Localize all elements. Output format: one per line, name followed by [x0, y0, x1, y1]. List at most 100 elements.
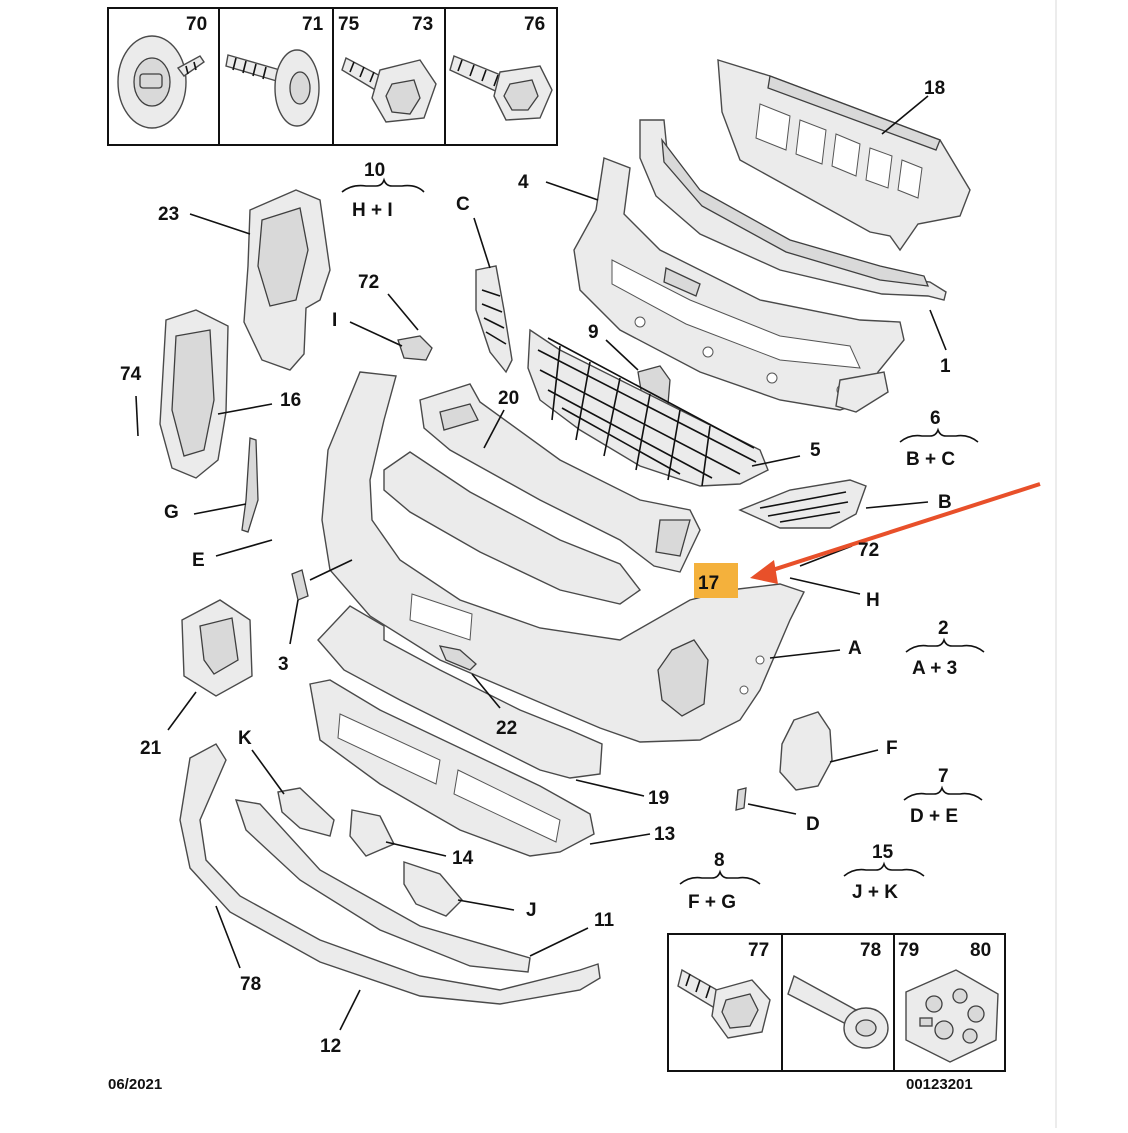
hex-bolt-icon	[449, 55, 553, 121]
part-4-grille-frame	[573, 157, 905, 413]
combo-label-6: B + C	[906, 449, 955, 470]
label-1: 1	[940, 356, 951, 377]
part-16-side-bracket	[159, 309, 229, 479]
combo-label-10: H + I	[352, 200, 393, 221]
label-78-box: 78	[860, 940, 881, 961]
brace-icon	[843, 861, 925, 877]
label-2: 2	[938, 618, 949, 639]
label-80: 80	[970, 940, 991, 961]
shoulder-bolt-icon	[677, 968, 771, 1039]
reference-number: 00123201	[906, 1076, 973, 1093]
label-19: 19	[648, 788, 669, 809]
label-g: G	[164, 502, 179, 523]
label-k: K	[238, 728, 252, 749]
bottom-hardware-box: 77 78 79 80	[667, 933, 1006, 1072]
part-23-left-bracket	[243, 189, 331, 371]
combo-15: J + K	[843, 861, 925, 903]
label-10: 10	[364, 160, 385, 181]
label-h: H	[866, 590, 880, 611]
red-arrow-shaft	[759, 482, 1041, 576]
label-23: 23	[158, 204, 179, 225]
label-5: 5	[810, 440, 821, 461]
combo-8: F + G	[679, 869, 761, 913]
push-pin-icon	[787, 974, 889, 1049]
combo-2: A + 3	[905, 637, 985, 679]
label-20: 20	[498, 388, 519, 409]
combo-label-2: A + 3	[912, 658, 957, 679]
label-j: J	[526, 900, 537, 921]
part-14-insert	[349, 809, 395, 857]
label-72-top: 72	[358, 272, 379, 293]
part-11-trim-strip	[234, 799, 531, 973]
label-78-lower: 78	[240, 974, 261, 995]
part-12-lower-skirt	[179, 743, 601, 1005]
part-c-side-insert	[475, 265, 513, 374]
push-clip-icon	[117, 35, 205, 129]
label-79: 79	[898, 940, 919, 961]
part-19-lower-beam	[317, 605, 603, 779]
label-i: I	[332, 310, 337, 331]
part-j-insert	[403, 861, 463, 917]
part-20-impact-beam	[419, 383, 701, 573]
label-75: 75	[338, 14, 360, 35]
part-5-main-grille	[527, 328, 769, 487]
part-3-clip	[291, 569, 309, 601]
part-1-upper-cover	[639, 119, 947, 301]
part-g-strip	[241, 437, 259, 533]
label-14: 14	[452, 848, 474, 869]
label-12: 12	[320, 1036, 341, 1057]
part-b-side-grille	[738, 479, 867, 529]
brace-icon	[903, 785, 983, 801]
combo-6: B + C	[899, 427, 979, 470]
label-17-highlighted: 17	[698, 573, 719, 594]
brace-icon	[679, 869, 761, 885]
label-7: 7	[938, 766, 949, 787]
brace-icon	[341, 177, 425, 193]
part-absorber	[383, 451, 642, 605]
label-70: 70	[186, 14, 207, 35]
flanged-bolt-with-nut-icon	[341, 56, 437, 123]
label-b: B	[938, 492, 952, 513]
label-76: 76	[524, 14, 545, 35]
combo-label-8: F + G	[688, 892, 736, 913]
label-72-right: 72	[858, 540, 879, 561]
highlight-box-17	[694, 563, 738, 598]
label-8: 8	[714, 850, 725, 871]
label-74: 74	[120, 364, 142, 385]
red-arrow-head	[750, 560, 778, 584]
label-15: 15	[872, 842, 894, 863]
label-c: C	[456, 194, 470, 215]
part-k-insert	[277, 787, 335, 837]
combo-label-15: J + K	[852, 882, 898, 903]
label-9: 9	[588, 322, 599, 343]
label-e: E	[192, 550, 205, 571]
label-13: 13	[654, 824, 675, 845]
label-77: 77	[748, 940, 769, 961]
label-f: F	[886, 738, 898, 759]
combo-7: D + E	[903, 785, 983, 827]
combo-label-7: D + E	[910, 806, 958, 827]
leader-lines	[135, 95, 947, 1031]
fastener-kit-icon	[905, 969, 999, 1063]
part-f-tow-cover	[779, 711, 833, 791]
part-18-upper-support	[717, 59, 971, 252]
part-i-clip	[397, 335, 433, 361]
part-13-lower-grille	[309, 679, 595, 857]
label-73: 73	[412, 14, 433, 35]
label-d: D	[806, 814, 820, 835]
part-21-sensor-bracket	[181, 599, 253, 697]
part-d-clip	[735, 787, 747, 811]
date-code: 06/2021	[108, 1076, 162, 1093]
brace-icon	[905, 637, 985, 653]
torx-screw-icon	[225, 49, 320, 127]
combo-10: H + I	[341, 177, 425, 221]
label-71: 71	[302, 14, 324, 35]
label-3: 3	[278, 654, 289, 675]
label-6: 6	[930, 408, 941, 429]
top-hardware-box: 70 71 75 73 76	[107, 7, 558, 146]
part-22-trim	[438, 645, 477, 671]
label-a: A	[848, 638, 862, 659]
label-11: 11	[594, 910, 615, 931]
